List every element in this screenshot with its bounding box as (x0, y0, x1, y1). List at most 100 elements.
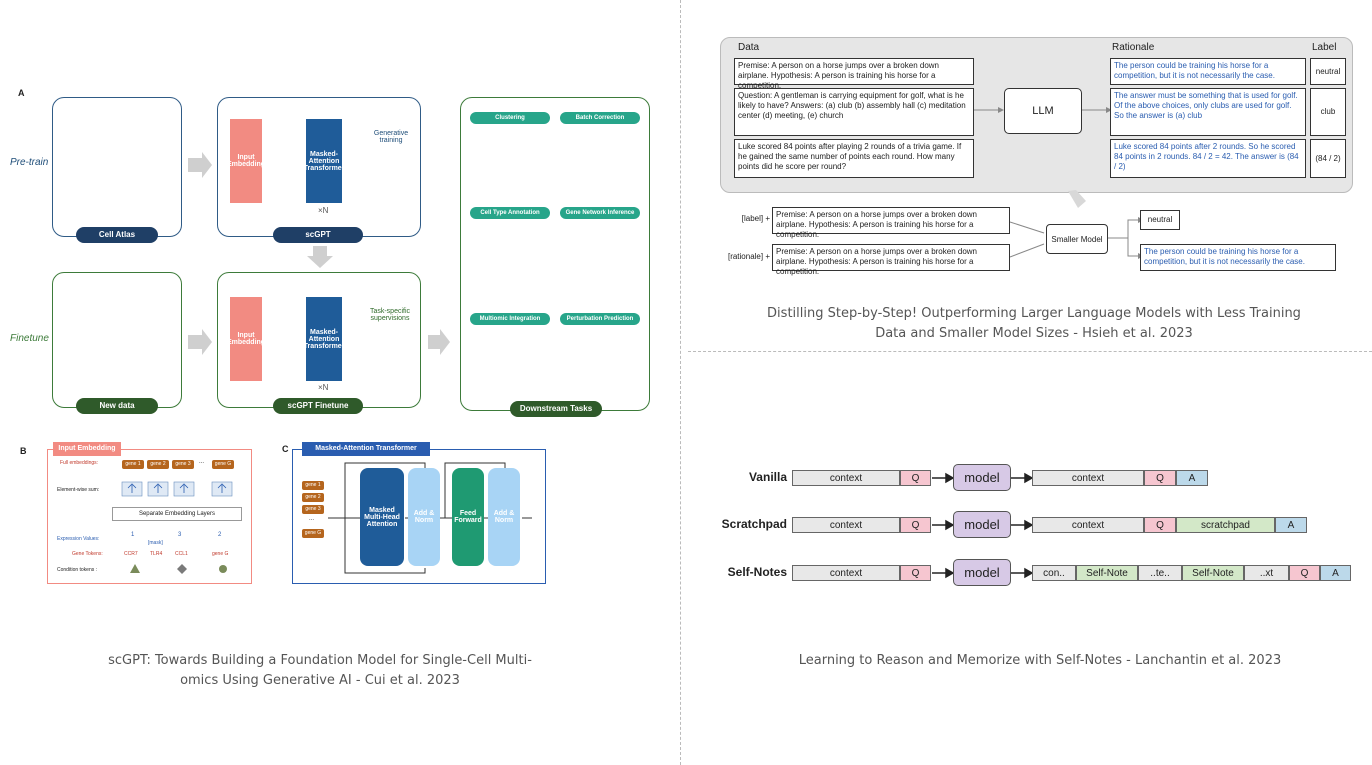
mat-title: Masked-Attention Transformer (302, 442, 430, 456)
gene-token: CCR7 (124, 551, 138, 557)
expr-item: 3 (178, 532, 182, 538)
task-specific-label: Task-specific supervisions (369, 308, 411, 322)
token-context-part: con.. (1032, 565, 1076, 581)
task-gene-network-inference: Gene Network Inference (560, 207, 640, 219)
gene-token: CCL1 (175, 551, 188, 557)
scgpt-finetune-tag: scGPT Finetune (273, 398, 363, 414)
mat-gene-chip: gene 3 (302, 505, 324, 514)
sum-icons (121, 481, 233, 497)
token-context: context (792, 470, 900, 486)
label-tag: [label] + (741, 214, 770, 223)
token-q: Q (900, 565, 931, 581)
input-box-rationale: Premise: A person on a horse jumps over … (772, 244, 1010, 276)
addnorm-block-2: Add & Norm (488, 468, 520, 566)
xn-label: ×N (318, 206, 329, 215)
gene-chip: gene G (212, 460, 234, 469)
pretrain-label: Pre-train (10, 157, 49, 168)
task-clustering: Clustering (470, 112, 550, 124)
task-batch-correction: Batch Correction (560, 112, 640, 124)
panel-b-label: B (20, 446, 27, 456)
expr-item: 1 (131, 532, 135, 538)
mat-gene-ellipsis: ... (309, 516, 315, 522)
selfnotes-caption: Learning to Reason and Memorize with Sel… (798, 653, 1282, 668)
row-label-self-notes: Self-Notes (727, 565, 787, 579)
task-cell-type-annotation: Cell Type Annotation (470, 207, 550, 219)
xn-label-finetune: ×N (318, 383, 329, 392)
expr-values-label: Expression Values: (57, 536, 100, 542)
smaller-model-box: Smaller Model (1046, 224, 1108, 254)
separate-layers-box: Separate Embedding Layers (112, 507, 242, 521)
downstream-box (460, 97, 650, 411)
task-perturbation-prediction: Perturbation Prediction (560, 313, 640, 325)
data-row-3: Luke scored 84 points after playing 2 ro… (734, 139, 974, 178)
gene-chip: gene 2 (147, 460, 169, 469)
token-context: context (1032, 470, 1144, 486)
token-context: context (792, 517, 900, 533)
token-a: A (1275, 517, 1307, 533)
output-rationale-box: The person could be training his horse f… (1140, 244, 1336, 271)
condition-icons (130, 564, 227, 574)
feedforward-block: Feed Forward (452, 468, 484, 566)
llm-box: LLM (1004, 88, 1082, 134)
token-q: Q (1144, 517, 1176, 533)
mat-gene-chip: gene 2 (302, 493, 324, 502)
downstream-tag: Downstream Tasks (510, 401, 602, 417)
new-data-box (52, 272, 182, 408)
rationale-tag: [rationale] + (727, 252, 770, 261)
rationale-row-3: Luke scored 84 points after 2 rounds. So… (1110, 139, 1306, 178)
input-embedding-block-finetune: Input Embedding (227, 297, 265, 381)
label-row-3: (84 / 2) (1310, 139, 1346, 178)
task-multiomic-integration: Multiomic Integration (470, 313, 550, 325)
row-label-vanilla: Vanilla (748, 470, 787, 484)
model-box: model (953, 464, 1011, 491)
token-a: A (1320, 565, 1351, 581)
mat-gene-chip: gene 1 (302, 481, 324, 490)
label-row-2: club (1310, 88, 1346, 136)
token-context: context (792, 565, 900, 581)
gene-token: TLR4 (150, 551, 163, 557)
expr-item: 2 (218, 532, 222, 538)
cell-atlas-tag: Cell Atlas (76, 227, 158, 243)
model-box: model (953, 559, 1011, 586)
token-q: Q (900, 517, 931, 533)
distill-figure: Data Rationale Label Premise: A person o… (688, 30, 1372, 280)
scgpt-caption: scGPT: Towards Building a Foundation Mod… (108, 653, 532, 688)
gene-chip: gene 1 (122, 460, 144, 469)
token-self-note: Self-Note (1182, 565, 1244, 581)
selfnotes-figure: Vanilla context Q model context Q A Scra… (700, 458, 1372, 598)
token-a: A (1176, 470, 1208, 486)
rationale-row-1: The person could be training his horse f… (1110, 58, 1306, 85)
mat-gene-chip: gene G (302, 529, 324, 538)
masked-transformer-block-finetune: Masked-Attention Transformer (304, 297, 344, 381)
input-embedding-title: Input Embedding (53, 442, 121, 456)
model-box: model (953, 511, 1011, 538)
gene-ellipsis: ... (199, 459, 205, 465)
panel-a-label: A (18, 88, 25, 98)
elementwise-label: Element-wise sum: (57, 487, 100, 493)
scgpt-tag: scGPT (273, 227, 363, 243)
vertical-divider (680, 0, 681, 765)
addnorm-block-1: Add & Norm (408, 468, 440, 566)
condition-tokens-label: Condition tokens : (57, 567, 98, 573)
finetune-label: Finetune (10, 333, 49, 344)
expr-item: [mask] (148, 540, 163, 546)
data-row-2: Question: A gentleman is carrying equipm… (734, 88, 974, 136)
input-box-label: Premise: A person on a horse jumps over … (772, 207, 1010, 239)
gene-token: gene G (212, 551, 229, 557)
token-q: Q (900, 470, 931, 486)
new-data-tag: New data (76, 398, 158, 414)
masked-transformer-block: Masked-Attention Transformer (304, 119, 344, 203)
token-context-part: ..te.. (1138, 565, 1182, 581)
token-self-note: Self-Note (1076, 565, 1138, 581)
selfnotes-arrows (932, 472, 1034, 579)
gene-chip: gene 3 (172, 460, 194, 469)
distill-caption: Distilling Step-by-Step! Outperforming L… (767, 306, 1301, 341)
token-context-part: ..xt (1244, 565, 1289, 581)
token-scratchpad: scratchpad (1176, 517, 1275, 533)
full-embeddings-label: Full embeddings: (60, 460, 99, 466)
rationale-row-2: The answer must be something that is use… (1110, 88, 1306, 136)
panel-c-label: C (282, 444, 289, 454)
hdr-data: Data (738, 42, 760, 53)
hdr-rationale: Rationale (1112, 42, 1155, 53)
cell-atlas-box (52, 97, 182, 237)
